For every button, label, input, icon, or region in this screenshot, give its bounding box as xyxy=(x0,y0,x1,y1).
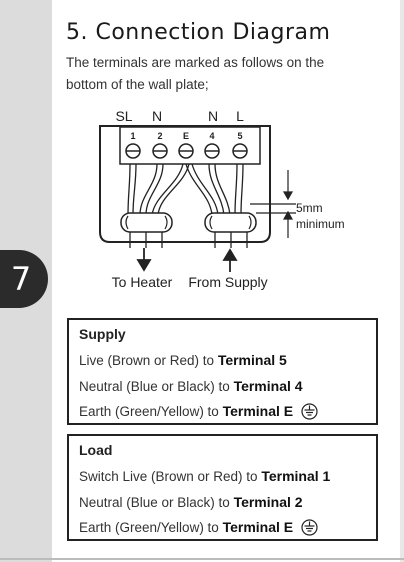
page-number-tab: 7 xyxy=(0,250,48,308)
load-cable-sheath xyxy=(120,212,173,233)
load-earth-line: Earth (Green/Yellow) to Terminal E xyxy=(79,515,366,541)
supply-earth-terminal: Terminal E xyxy=(222,403,294,419)
load-neutral-line: Neutral (Blue or Black) to Terminal 2 xyxy=(79,490,366,516)
to-heater-label: To Heater xyxy=(112,274,173,290)
load-live-line: Switch Live (Brown or Red) to Terminal 1 xyxy=(79,464,366,490)
page-number: 7 xyxy=(10,260,32,298)
from-supply-arrow xyxy=(222,248,238,272)
supply-neutral-terminal: Terminal 4 xyxy=(233,377,303,394)
supply-neutral-line: Neutral (Blue or Black) to Terminal 4 xyxy=(79,374,366,400)
gap-label-minimum: minimum xyxy=(296,217,345,231)
load-neutral-terminal: Terminal 2 xyxy=(233,493,303,510)
load-live-terminal: Terminal 1 xyxy=(261,468,331,484)
supply-live-text: Live (Brown or Red) to xyxy=(79,353,218,368)
load-wires xyxy=(127,163,190,216)
supply-earth-line: Earth (Green/Yellow) to Terminal E xyxy=(79,399,366,425)
cable-tails xyxy=(129,232,248,248)
terminal-4-label: 4 xyxy=(209,131,214,141)
label-n-load: N xyxy=(152,108,162,124)
terminal-screws xyxy=(125,143,248,159)
from-supply-label: From Supply xyxy=(188,274,267,290)
label-l: L xyxy=(236,108,244,124)
load-earth-text: Earth (Green/Yellow) to xyxy=(79,520,223,535)
right-edge xyxy=(400,0,404,562)
supply-neutral-text: Neutral (Blue or Black) to xyxy=(79,378,234,394)
supply-wires xyxy=(185,163,244,216)
terminal-1-label: 1 xyxy=(130,131,135,141)
earth-icon xyxy=(301,519,318,536)
terminal-5-label: 5 xyxy=(237,131,242,141)
page-title: 5. Connection Diagram xyxy=(66,20,331,45)
load-title: Load xyxy=(79,442,113,458)
load-live-text: Switch Live (Brown or Red) to xyxy=(79,469,262,484)
label-n-supply: N xyxy=(208,108,218,124)
intro-text: The terminals are marked as follows on t… xyxy=(66,55,325,92)
supply-live-terminal: Terminal 5 xyxy=(217,352,287,368)
terminal-e-label: E xyxy=(183,131,189,141)
load-box: Load Switch Live (Brown or Red) to Termi… xyxy=(67,434,378,541)
earth-icon xyxy=(301,403,318,420)
label-sl: SL xyxy=(115,108,132,124)
bottom-edge xyxy=(0,558,404,560)
supply-live-line: Live (Brown or Red) to Terminal 5 xyxy=(79,348,366,374)
supply-title: Supply xyxy=(79,326,126,342)
gap-label-5mm: 5mm xyxy=(296,201,323,215)
to-heater-arrow xyxy=(136,248,152,272)
load-earth-terminal: Terminal E xyxy=(222,519,294,535)
supply-cable-sheath xyxy=(204,212,257,233)
supply-box: Supply Live (Brown or Red) to Terminal 5… xyxy=(67,318,378,425)
load-neutral-text: Neutral (Blue or Black) to xyxy=(79,494,234,510)
supply-earth-text: Earth (Green/Yellow) to xyxy=(79,404,223,419)
gap-dimension xyxy=(250,170,296,238)
connection-diagram: SL N N L 1 2 E 4 5 xyxy=(99,108,345,290)
terminal-2-label: 2 xyxy=(157,131,162,141)
